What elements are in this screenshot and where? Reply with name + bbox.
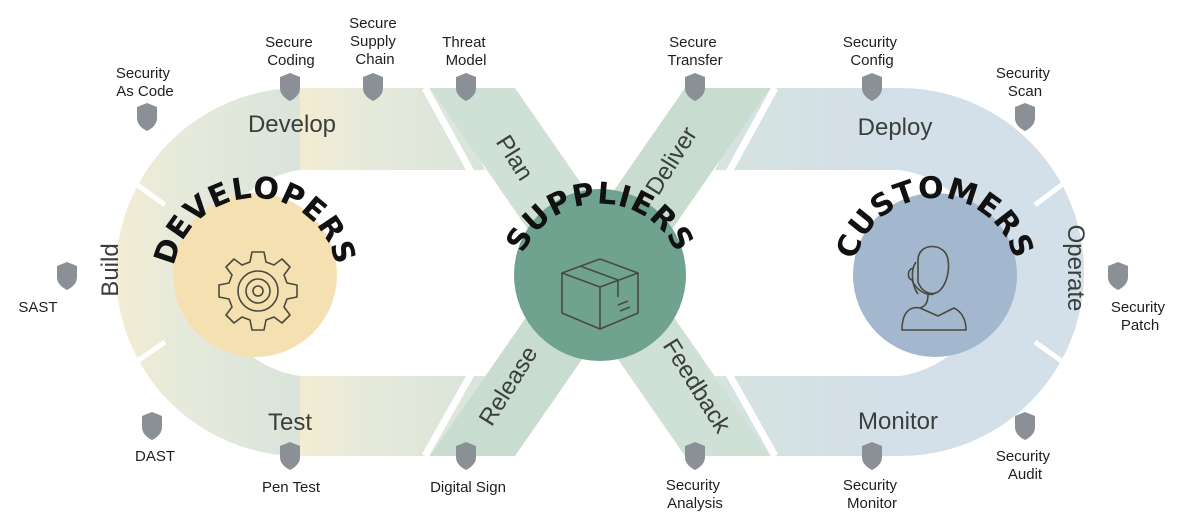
label-digital-sign: Digital Sign — [430, 479, 506, 496]
label-security-monitor: Security Monitor — [843, 477, 901, 512]
segment-build: Build — [97, 243, 124, 296]
shield-icon-security-audit — [1015, 412, 1035, 440]
shield-icon-dast — [142, 412, 162, 440]
label-secure-transfer: Secure Transfer — [667, 34, 722, 69]
shield-icon-security-scan — [1015, 103, 1035, 131]
label-pen-test: Pen Test — [262, 479, 321, 496]
shield-icon-security-as-code — [137, 103, 157, 131]
package-box-icon — [561, 258, 639, 330]
shield-icon-threat-model — [456, 73, 476, 101]
segment-operate: Operate — [1062, 225, 1089, 312]
segment-monitor: Monitor — [858, 408, 938, 435]
shield-icon-security-monitor — [862, 442, 882, 470]
shield-icon-secure-supply-chain — [363, 73, 383, 101]
segment-develop: Develop — [248, 111, 336, 138]
shield-icon-secure-transfer — [685, 73, 705, 101]
shield-icon-digital-sign — [456, 442, 476, 470]
label-security-audit: Security Audit — [996, 448, 1054, 483]
label-security-as-code: Security As Code — [116, 65, 174, 100]
label-threat-model: Threat Model — [442, 34, 490, 69]
label-sast: SAST — [18, 299, 57, 316]
segment-deploy: Deploy — [858, 114, 933, 141]
label-security-patch: Security Patch — [1111, 299, 1169, 334]
segment-test: Test — [268, 409, 312, 436]
shield-icon-security-analysis — [685, 442, 705, 470]
shield-icon-security-config — [862, 73, 882, 101]
person-headset-icon — [901, 245, 967, 331]
label-security-analysis: Security Analysis — [666, 477, 724, 512]
label-secure-supply-chain: Secure Supply Chain — [349, 15, 401, 68]
shield-icon-pen-test — [280, 442, 300, 470]
shield-icon-sast — [57, 262, 77, 290]
label-secure-coding: Secure Coding — [265, 34, 317, 69]
shield-icon-secure-coding — [280, 73, 300, 101]
label-security-config: Security Config — [843, 34, 901, 69]
label-security-scan: Security Scan — [996, 65, 1054, 100]
gear-icon — [218, 251, 298, 331]
label-dast: DAST — [135, 448, 175, 465]
shield-icon-security-patch — [1108, 262, 1128, 290]
security-checkpoints: Security As Code Secure Coding Secure Su… — [18, 15, 1169, 512]
